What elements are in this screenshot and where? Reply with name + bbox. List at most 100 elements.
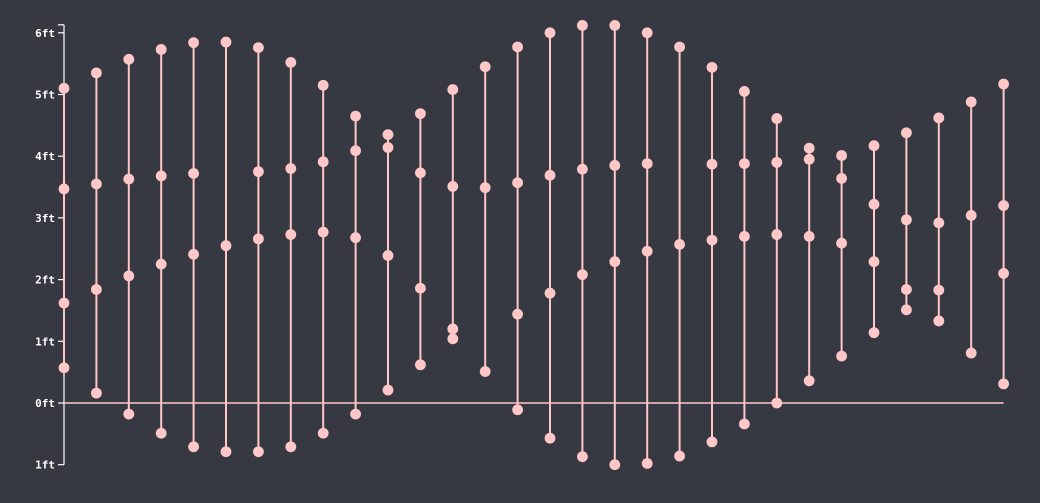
data-point bbox=[58, 362, 70, 374]
y-tick-label: 4ft bbox=[35, 150, 55, 163]
column-group bbox=[91, 67, 102, 399]
column-group bbox=[253, 42, 264, 458]
column-group bbox=[512, 41, 523, 416]
data-point bbox=[803, 142, 815, 154]
data-point bbox=[544, 169, 556, 181]
data-point bbox=[609, 19, 621, 31]
data-point bbox=[415, 359, 426, 371]
column-group bbox=[674, 41, 685, 462]
column-group bbox=[641, 27, 653, 469]
data-point bbox=[544, 27, 556, 39]
data-point bbox=[220, 446, 232, 458]
data-point bbox=[382, 142, 394, 153]
data-point bbox=[544, 432, 556, 444]
column-group bbox=[803, 142, 815, 387]
data-point bbox=[512, 404, 523, 416]
data-point bbox=[771, 156, 783, 168]
data-point bbox=[285, 163, 297, 174]
data-point bbox=[317, 156, 329, 168]
data-point bbox=[706, 436, 718, 448]
column-group bbox=[739, 86, 750, 430]
data-point bbox=[253, 42, 264, 54]
data-point bbox=[415, 108, 426, 120]
data-point bbox=[123, 53, 135, 65]
y-tick-label: 6ft bbox=[35, 27, 55, 40]
data-point bbox=[123, 270, 135, 282]
data-point bbox=[674, 239, 685, 250]
y-tick-label: 5ft bbox=[35, 89, 55, 102]
column-group bbox=[58, 82, 70, 374]
column-group bbox=[123, 53, 135, 420]
data-point bbox=[739, 86, 750, 97]
data-point bbox=[415, 167, 426, 179]
data-point bbox=[447, 84, 459, 95]
data-point bbox=[285, 229, 297, 240]
column-group bbox=[317, 79, 329, 439]
data-point bbox=[350, 232, 361, 244]
column-group bbox=[706, 61, 718, 448]
column-group bbox=[965, 96, 977, 359]
data-point bbox=[350, 145, 361, 157]
data-point bbox=[771, 113, 783, 124]
data-point bbox=[220, 36, 232, 48]
data-point bbox=[965, 96, 977, 108]
column-group bbox=[220, 36, 232, 458]
column-group bbox=[350, 110, 361, 420]
data-point bbox=[91, 387, 102, 399]
data-point bbox=[188, 37, 200, 49]
data-point bbox=[706, 234, 718, 246]
data-point bbox=[868, 140, 880, 152]
data-point bbox=[706, 158, 718, 170]
data-point bbox=[674, 450, 685, 462]
data-point bbox=[739, 231, 750, 242]
y-tick-label: 3ft bbox=[35, 212, 55, 225]
data-point bbox=[609, 160, 621, 171]
data-point bbox=[836, 173, 847, 184]
data-point bbox=[803, 231, 815, 242]
data-point bbox=[123, 173, 135, 185]
data-point bbox=[544, 287, 556, 299]
data-point bbox=[577, 269, 588, 281]
data-point bbox=[641, 245, 653, 257]
column-group bbox=[933, 112, 945, 327]
data-point bbox=[382, 384, 394, 396]
data-point bbox=[447, 323, 459, 335]
data-point bbox=[58, 82, 70, 94]
column-group bbox=[544, 27, 556, 444]
data-point bbox=[933, 217, 945, 229]
data-point bbox=[998, 78, 1009, 90]
data-point bbox=[415, 282, 426, 294]
data-point bbox=[382, 129, 394, 141]
data-point bbox=[803, 375, 815, 387]
data-point bbox=[58, 183, 70, 195]
data-point bbox=[155, 170, 167, 182]
data-point bbox=[901, 214, 912, 226]
data-point bbox=[868, 198, 880, 210]
data-point bbox=[58, 297, 70, 309]
data-point bbox=[285, 57, 297, 68]
column-group bbox=[155, 44, 167, 439]
column-group bbox=[836, 150, 847, 362]
column-group bbox=[447, 84, 459, 345]
data-point bbox=[933, 112, 945, 124]
data-point bbox=[998, 200, 1009, 211]
y-tick-label: 2ft bbox=[35, 274, 55, 287]
data-point bbox=[706, 61, 718, 73]
data-point bbox=[577, 451, 588, 463]
column-group bbox=[479, 61, 491, 377]
data-point bbox=[998, 268, 1009, 279]
data-point bbox=[188, 441, 200, 453]
data-point bbox=[641, 458, 653, 469]
data-point bbox=[901, 127, 912, 139]
data-point bbox=[771, 229, 783, 240]
data-point bbox=[253, 446, 264, 458]
data-point bbox=[285, 441, 297, 453]
data-point bbox=[479, 182, 491, 194]
column-group bbox=[188, 37, 200, 453]
column-group bbox=[771, 113, 783, 409]
data-point bbox=[577, 163, 588, 175]
data-point bbox=[674, 41, 685, 53]
data-point bbox=[91, 67, 102, 79]
data-point bbox=[91, 284, 102, 295]
